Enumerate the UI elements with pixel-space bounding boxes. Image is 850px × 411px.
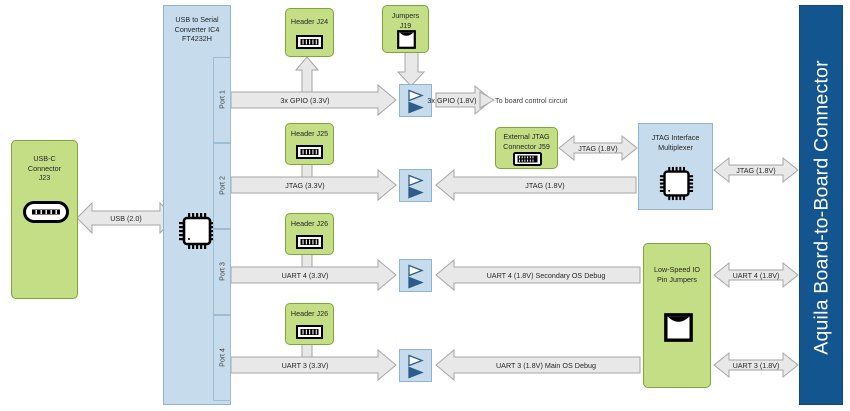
label-jtag-1v8-shifter: JTAG (1.8V) <box>525 181 565 190</box>
jtag-mux-label: JTAG Interface Multiplexer <box>651 133 700 152</box>
label-to-board-control: To board control circuit <box>495 96 568 105</box>
pin-header-icon <box>296 35 323 54</box>
header-j25-label: Header J25 <box>290 129 329 138</box>
level-shifter-gpio[interactable] <box>399 84 432 117</box>
jtag-connector-icon <box>513 152 542 171</box>
header-j24-label: Header J24 <box>290 17 329 26</box>
port-1-label: Port 1 <box>219 90 227 109</box>
arrow-uart3-1v8-debug <box>435 348 641 382</box>
level-shifter-uart4[interactable] <box>399 259 432 292</box>
external-jtag-connector-block[interactable]: External JTAG Connector J59 <box>495 127 558 169</box>
label-uart4-3v3: UART 4 (3.3V) <box>281 271 329 280</box>
header-j26-port4-block[interactable]: Header J26 <box>285 303 334 345</box>
converter-port-1[interactable]: Port 1 <box>213 57 231 143</box>
label-jtag-3v3: JTAG (3.3V) <box>285 181 325 190</box>
arrow-uart3-1v8 <box>713 351 799 379</box>
label-jtag-1v8-ext: JTAG (1.8V) <box>578 144 618 153</box>
jumper-shunt-icon <box>397 30 416 54</box>
port-2-label: Port 2 <box>219 176 227 195</box>
arrow-jtag-1v8-shifter <box>435 168 637 202</box>
arrow-uart4-1v8 <box>713 261 799 289</box>
header-j26-port4-label: Header J26 <box>290 309 329 318</box>
label-jtag-1v8-conn: JTAG (1.8V) <box>736 166 776 175</box>
port-4-label: Port 4 <box>219 348 227 367</box>
usb-c-connector-label: USB-C Connector J23 <box>27 154 62 183</box>
arrow-uart4-3v3 <box>230 258 397 292</box>
level-shifter-icon <box>407 264 426 294</box>
aquila-board-to-board-connector-block[interactable]: Aquila Board-to-Board Connector <box>799 5 843 405</box>
pin-header-icon <box>296 235 323 254</box>
header-j24-block[interactable]: Header J24 <box>285 8 334 57</box>
header-j26-port3-label: Header J26 <box>290 219 329 228</box>
low-speed-io-pin-jumpers-block[interactable]: Low-Speed IO Pin Jumpers <box>643 243 711 388</box>
level-shifter-icon <box>407 354 426 384</box>
low-speed-io-label: Low-Speed IO Pin Jumpers <box>654 265 700 284</box>
arrow-board-control <box>479 91 496 109</box>
label-uart4-1v8: UART 4 (1.8V) <box>732 271 780 280</box>
level-shifter-icon <box>407 89 426 119</box>
arrow-uart3-3v3 <box>230 348 397 382</box>
jumpers-j19-block[interactable]: Jumpers J19 <box>382 5 429 53</box>
pin-header-icon <box>296 325 323 344</box>
label-uart4-1v8-debug: UART 4 (1.8V) Secondary OS Debug <box>486 271 606 280</box>
arrow-jumpers-j19 <box>396 51 426 87</box>
converter-port-4[interactable]: Port 4 <box>213 315 231 401</box>
level-shifter-jtag[interactable] <box>399 169 432 202</box>
port-3-label: Port 3 <box>219 262 227 281</box>
external-jtag-connector-label: External JTAG Connector J59 <box>503 132 550 151</box>
jtag-interface-multiplexer-block[interactable]: JTAG Interface Multiplexer <box>638 123 713 210</box>
label-uart3-1v8-debug: UART 3 (1.8V) Main OS Debug <box>495 361 596 370</box>
label-usb-20: USB (2.0) <box>110 214 142 223</box>
ic-chip-icon <box>659 166 694 206</box>
label-gpio-1v8: 3x GPIO (1.8V) <box>427 96 477 105</box>
arrow-header-j24 <box>294 56 320 93</box>
level-shifter-icon <box>407 174 426 204</box>
label-uart3-1v8: UART 3 (1.8V) <box>732 361 780 370</box>
converter-port-2[interactable]: Port 2 <box>213 143 231 229</box>
arrow-jtag-1v8-ext <box>558 134 638 162</box>
label-uart3-3v3: UART 3 (3.3V) <box>281 361 329 370</box>
board-connector-label: Aquila Board-to-Board Connector <box>810 60 833 355</box>
label-gpio-3v3: 3x GPIO (3.3V) <box>280 96 330 105</box>
converter-label: USB to Serial Converter IC4 FT4232H <box>174 15 220 44</box>
arrow-gpio-1v8 <box>435 84 493 116</box>
pin-header-icon <box>296 145 323 164</box>
level-shifter-uart3[interactable] <box>399 349 432 382</box>
usb-c-connector-block[interactable]: USB-C Connector J23 <box>11 140 78 299</box>
arrow-jtag-3v3 <box>230 168 397 202</box>
jumper-shunt-icon <box>664 313 693 347</box>
usb-c-connector-icon <box>23 201 69 228</box>
converter-port-3[interactable]: Port 3 <box>213 229 231 315</box>
header-j26-port3-block[interactable]: Header J26 <box>285 213 334 255</box>
arrow-uart4-1v8-debug <box>435 258 641 292</box>
arrow-gpio-3v3 <box>230 83 397 117</box>
arrow-jtag-1v8-conn <box>713 156 799 184</box>
ic-chip-icon <box>178 212 216 255</box>
jumpers-j19-label: Jumpers J19 <box>391 11 420 30</box>
header-j25-block[interactable]: Header J25 <box>285 123 334 165</box>
